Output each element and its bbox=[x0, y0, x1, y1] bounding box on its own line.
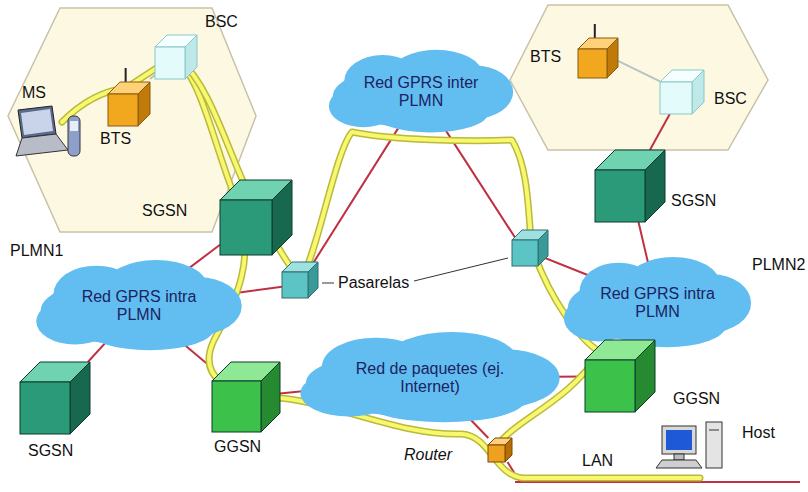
element-name: GGSN bbox=[673, 390, 720, 408]
cube-faces bbox=[578, 38, 618, 78]
network-cloud: Red de paquetes (ej. Internet) bbox=[295, 330, 565, 426]
leader-line bbox=[322, 283, 334, 284]
element-name: SGSN bbox=[671, 192, 716, 210]
data-path-outline bbox=[180, 60, 600, 440]
element-name: Router bbox=[404, 446, 452, 464]
bts-cube-art bbox=[578, 24, 618, 78]
ggsn-cube-art bbox=[212, 362, 280, 432]
gateway-cube bbox=[282, 262, 318, 298]
network-cloud: Red GPRS intra PLMN bbox=[560, 255, 755, 351]
element-name: BTS bbox=[100, 130, 131, 148]
cube-faces bbox=[155, 35, 197, 79]
cube-faces bbox=[20, 362, 90, 434]
cube-faces bbox=[108, 82, 150, 126]
element-name: MS bbox=[22, 84, 46, 102]
cloud-text-box: Red GPRS intra PLMN bbox=[560, 255, 755, 351]
network-cloud: Red GPRS inter PLMN bbox=[325, 48, 517, 136]
router-cube-art bbox=[488, 438, 512, 462]
cloud-shape bbox=[300, 332, 559, 422]
cube-faces bbox=[660, 70, 704, 114]
cube-faces bbox=[212, 362, 280, 432]
sgsn-cube: SGSN bbox=[20, 362, 90, 434]
leader-line bbox=[414, 258, 508, 281]
sgsn-cube: SGSN bbox=[595, 150, 665, 222]
bts-cube-art bbox=[108, 68, 150, 126]
network-link bbox=[639, 222, 649, 265]
bsc-cube: BSC bbox=[660, 70, 704, 114]
network-link bbox=[618, 61, 660, 82]
router-cube: Router bbox=[488, 438, 512, 462]
data-path-core bbox=[180, 60, 600, 440]
element-name: BSC bbox=[205, 13, 238, 31]
cube-faces bbox=[488, 438, 512, 462]
ggsn-cube: GGSN bbox=[212, 362, 280, 432]
cube-faces bbox=[595, 150, 665, 222]
cloud-shape bbox=[564, 257, 751, 347]
sgsn-cube-art bbox=[220, 180, 292, 255]
cube-faces bbox=[220, 180, 292, 255]
element-name: Host bbox=[742, 424, 775, 442]
network-name: Red GPRS inter PLMN bbox=[361, 74, 480, 111]
ggsn-cube-art bbox=[585, 340, 655, 412]
pc-icon bbox=[656, 422, 722, 468]
sgsn-cube-art bbox=[20, 362, 90, 434]
network-name: Red de paquetes (ej. Internet) bbox=[346, 360, 513, 397]
network-name: Red GPRS intra PLMN bbox=[597, 285, 718, 322]
network-label: LAN bbox=[582, 452, 613, 470]
cloud-text-box: Red GPRS inter PLMN bbox=[325, 48, 517, 136]
element-name: BSC bbox=[714, 90, 747, 108]
cloud-shape bbox=[36, 260, 241, 350]
cloud-text-box: Red de paquetes (ej. Internet) bbox=[295, 330, 565, 426]
bts-cube: BTS bbox=[578, 24, 618, 78]
ggsn-cube: GGSN bbox=[585, 340, 655, 412]
cube-faces bbox=[585, 340, 655, 412]
bts-cube: BTS bbox=[108, 68, 150, 126]
cloud-text-box: Red GPRS intra PLMN bbox=[32, 258, 246, 354]
gateway-cube bbox=[512, 230, 548, 266]
bsc-cube-art bbox=[155, 35, 197, 79]
data-path-outline bbox=[62, 58, 700, 478]
bsc-cube-art bbox=[660, 70, 704, 114]
laptop-phone bbox=[16, 106, 80, 156]
host-computer-art bbox=[662, 418, 724, 476]
element-name: SGSN bbox=[142, 202, 187, 220]
cloud-shape bbox=[329, 50, 513, 133]
mobile-station-art bbox=[12, 106, 84, 160]
network-label: Pasarelas bbox=[338, 274, 409, 292]
element-name: BTS bbox=[530, 48, 561, 66]
host-computer: Host bbox=[662, 418, 724, 476]
network-link bbox=[650, 114, 670, 150]
network-cloud: Red GPRS intra PLMN bbox=[32, 258, 246, 354]
data-path bbox=[62, 58, 700, 478]
data-path-core bbox=[62, 58, 700, 478]
network-link bbox=[88, 342, 106, 362]
bsc-cube: BSC bbox=[155, 35, 197, 79]
element-name: GGSN bbox=[214, 438, 261, 456]
mobile-station: MS bbox=[12, 106, 84, 160]
cell-hexagon bbox=[510, 5, 768, 150]
network-name: Red GPRS intra PLMN bbox=[73, 288, 206, 325]
network-label: PLMN1 bbox=[10, 242, 63, 260]
element-name: SGSN bbox=[28, 442, 73, 460]
sgsn-cube: SGSN bbox=[220, 180, 292, 255]
sgsn-cube-art bbox=[595, 150, 665, 222]
network-label: PLMN2 bbox=[752, 256, 805, 274]
